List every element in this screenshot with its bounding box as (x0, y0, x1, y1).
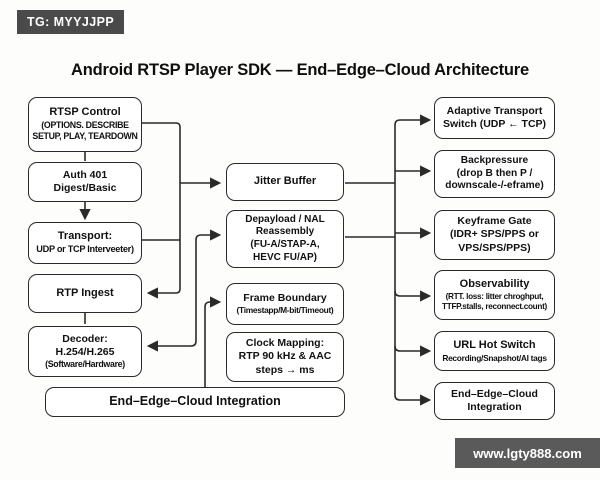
node-keyframe-gate: Keyframe Gate (IDR+ SPS/PPS or VPS/SPS/P… (434, 210, 555, 260)
node-clock-mapping: Clock Mapping: RTP 90 kHz & AAC steps → … (226, 332, 344, 382)
node-jitter-buffer: Jitter Buffer (226, 163, 344, 201)
node-clock-mapping-title: Clock Mapping: RTP 90 kHz & AAC steps → … (238, 337, 332, 376)
node-keyframe-gate-title: Keyframe Gate (IDR+ SPS/PPS or VPS/SPS/P… (450, 215, 539, 254)
node-transport: Transport: UDP or TCP Interveeter) (28, 222, 142, 264)
node-decoder-subtitle: (Software/Hardware) (45, 359, 125, 370)
watermark-url: www.lgty888.com (473, 445, 582, 461)
node-observability: Observability (RTT. loss: litter chroghp… (434, 270, 555, 320)
node-rtsp-control-subtitle: (OPTIONS. DESCRIBE SETUP, PLAY, TEARDOWN (32, 120, 138, 142)
node-end-edge-cloud-integration-bar: End–Edge–Cloud Integration (45, 387, 345, 417)
node-frame-boundary-subtitle: (Timestapp/M-bit/Timeout) (236, 305, 334, 316)
node-rtsp-control-title: RTSP Control (49, 106, 121, 119)
node-frame-boundary: Frame Boundary (Timestapp/M-bit/Timeout) (226, 283, 344, 325)
node-auth-401: Auth 401 Digest/Basic (28, 162, 142, 202)
node-adaptive-transport-switch-title: Adaptive Transport Switch (UDP ← TCP) (442, 104, 547, 130)
telegram-badge: TG: MYYJJPP (17, 10, 125, 34)
node-rtp-ingest-title: RTP Ingest (56, 286, 114, 299)
watermark-bar: www.lgty888.com (455, 438, 600, 468)
node-decoder-title: Decoder: H.254/H.265 (55, 332, 115, 358)
node-integration-bar-title: End–Edge–Cloud Integration (109, 394, 281, 409)
node-adaptive-transport-switch: Adaptive Transport Switch (UDP ← TCP) (434, 97, 555, 139)
node-end-edge-cloud: End–Edge–Cloud Integration (434, 382, 555, 420)
node-observability-subtitle: (RTT. loss: litter chroghput, TTFP.stall… (442, 291, 547, 311)
node-depayload: Depayload / NAL Reassembly (FU-A/STAP-A,… (226, 210, 344, 268)
node-url-hot-switch-title: URL Hot Switch (453, 338, 536, 351)
node-jitter-buffer-title: Jitter Buffer (253, 175, 317, 188)
node-url-hot-switch-subtitle: Recording/Snapshot/AI tags (442, 352, 547, 363)
node-end-edge-cloud-title: End–Edge–Cloud Integration (451, 387, 538, 413)
node-observability-title: Observability (459, 277, 530, 290)
node-transport-title: Transport: (57, 230, 113, 243)
node-decoder: Decoder: H.254/H.265 (Software/Hardware) (28, 326, 142, 377)
diagram-title: Android RTSP Player SDK — End–Edge–Cloud… (71, 61, 529, 79)
node-rtsp-control: RTSP Control (OPTIONS. DESCRIBE SETUP, P… (28, 97, 142, 152)
node-backpressure-title: Backpressure (drop B then P / downscale-… (445, 154, 544, 192)
node-url-hot-switch: URL Hot Switch Recording/Snapshot/AI tag… (434, 331, 555, 371)
node-backpressure: Backpressure (drop B then P / downscale-… (434, 150, 555, 198)
node-depayload-title: Depayload / NAL Reassembly (FU-A/STAP-A,… (245, 213, 325, 263)
node-rtp-ingest: RTP Ingest (28, 274, 142, 313)
node-auth-401-title: Auth 401 Digest/Basic (53, 168, 117, 194)
node-frame-boundary-title: Frame Boundary (243, 292, 327, 304)
node-transport-subtitle: UDP or TCP Interveeter) (36, 244, 134, 255)
